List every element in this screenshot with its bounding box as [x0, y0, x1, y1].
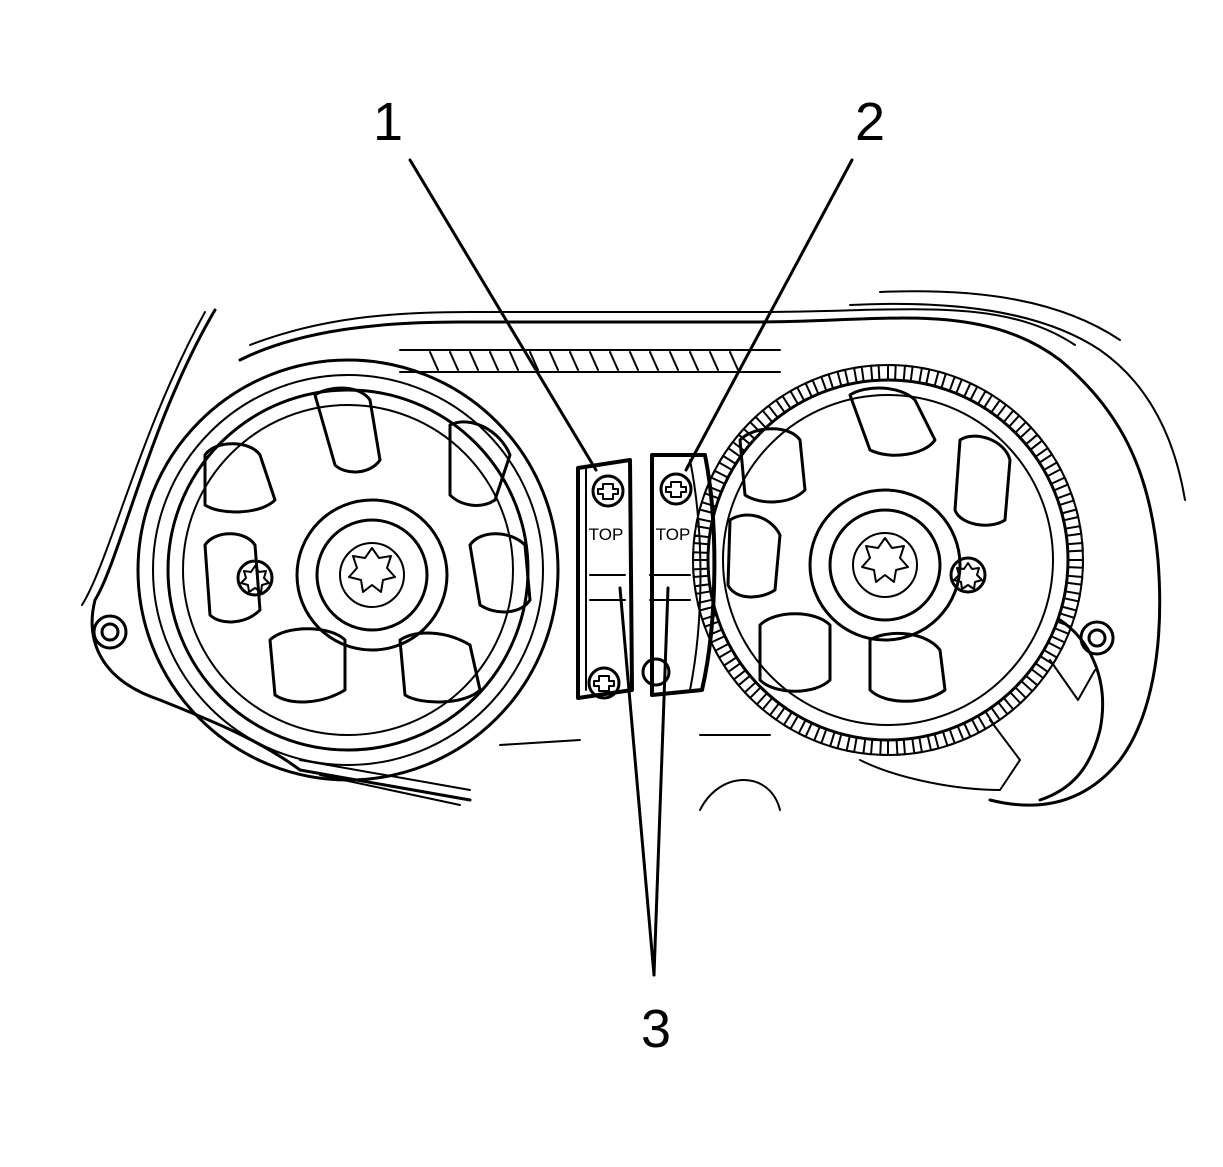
lower-housing-details [499, 719, 1021, 811]
leader-line-2 [684, 158, 854, 472]
callout-2: 2 [855, 92, 885, 152]
right-sprocket-bolt [949, 556, 987, 594]
right-tool-screw-top [659, 472, 693, 506]
cover-bolt-right [1079, 620, 1115, 656]
leader-line-3b [652, 586, 670, 977]
callout-3: 3 [641, 999, 671, 1059]
left-sprocket-torx-bolt [348, 547, 396, 593]
locking-tool-left [576, 458, 634, 700]
leader-lines [408, 158, 854, 977]
timing-cover-outline [81, 290, 1186, 807]
right-sprocket-torx-bolt [861, 537, 909, 583]
leader-line-1 [408, 158, 598, 472]
left-tool-screw-bottom [587, 666, 621, 700]
left-camshaft-sprocket [136, 358, 560, 782]
callout-1: 1 [373, 92, 403, 152]
timing-belt [299, 349, 1001, 806]
left-tool-screw-top [591, 474, 625, 508]
right-tool-top-label: TOP [656, 525, 691, 544]
left-tool-top-label: TOP [589, 525, 624, 544]
leader-line-3a [618, 586, 656, 977]
right-tool-screw-bottom [641, 657, 671, 687]
cover-bolt-left [92, 614, 128, 650]
locking-tool-right [641, 453, 717, 697]
right-camshaft-sprocket [692, 364, 1084, 756]
left-sprocket-bolt [236, 559, 274, 597]
